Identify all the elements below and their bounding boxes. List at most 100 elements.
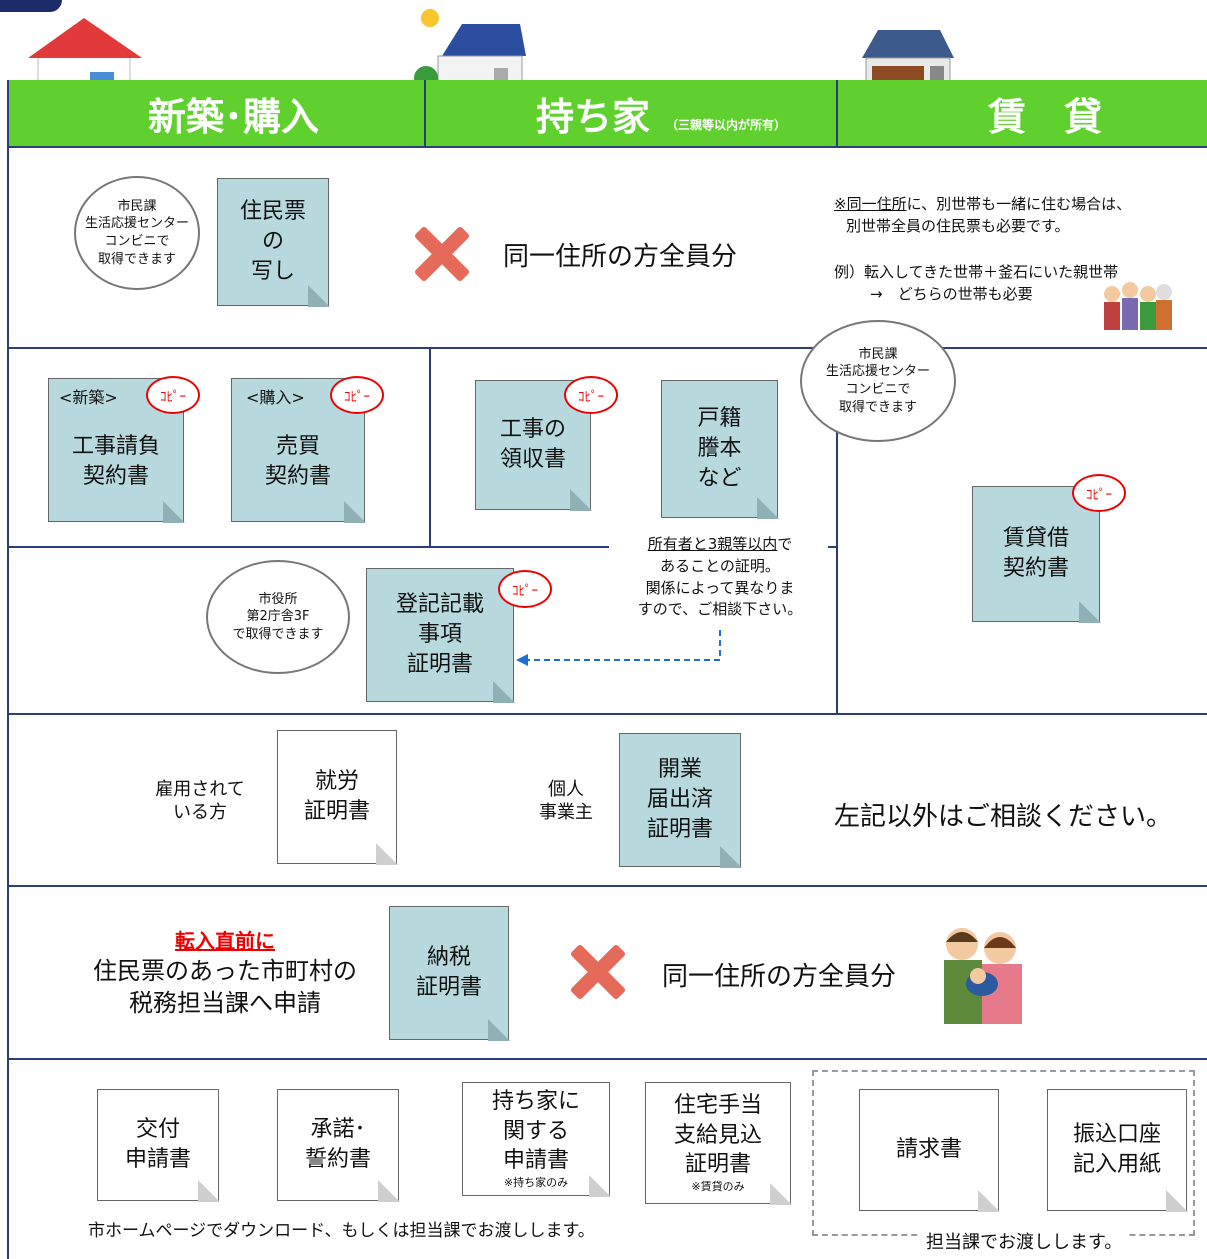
row6-footer-right: 担当課でお渡しします。 bbox=[920, 1228, 1129, 1254]
doc-text: 写し bbox=[250, 258, 295, 284]
row6-footer-left: 市ホームページでダウンロード、もしくは担当課でお渡しします。 bbox=[88, 1221, 595, 1241]
doc-text: 登記記載 bbox=[395, 592, 484, 618]
copy-badge: ｺﾋﾟｰ bbox=[1072, 474, 1126, 512]
doc-text: 届出済 bbox=[646, 787, 713, 813]
doc-note: ※持ち家のみ bbox=[503, 1176, 569, 1190]
bubble-line: 第2庁舎3F bbox=[246, 609, 310, 625]
row-divider-3 bbox=[7, 713, 1207, 715]
header-divider-1 bbox=[424, 80, 426, 146]
bubble-line: 市役所 bbox=[258, 591, 298, 607]
doc-invoice: 請求書 bbox=[859, 1089, 1000, 1212]
doc-housing-allowance-certificate: 住宅手当 支給見込 証明書 ※賃貸のみ bbox=[645, 1082, 792, 1205]
header-own-house: 持ち家 （三親等以内が所有） bbox=[426, 80, 836, 146]
bubble-line: コンビニで bbox=[104, 234, 170, 249]
row5-main-text: 同一住所の方全員分 bbox=[662, 962, 897, 992]
doc-registry-certificate: 登記記載 事項 証明書 bbox=[366, 568, 515, 703]
header-new-purchase-label: 新築･購入 bbox=[148, 94, 320, 139]
doc-note: ※賃貸のみ bbox=[691, 1180, 745, 1194]
doc-tag: <新築> bbox=[59, 388, 118, 407]
bubble-line: 生活応援センター bbox=[825, 364, 930, 380]
doc-construction-contract: <新築> 工事請負 契約書 bbox=[48, 378, 185, 523]
doc-text: 領収書 bbox=[499, 447, 566, 472]
doc-text: 交付 bbox=[135, 1117, 180, 1143]
doc-text: 工事の bbox=[499, 417, 566, 443]
row1-main-text: 同一住所の方全員分 bbox=[503, 242, 738, 272]
row-divider-4 bbox=[7, 885, 1207, 887]
copy-badge: ｺﾋﾟｰ bbox=[330, 376, 384, 414]
row1-example: 例）転入してきた世帯＋釜石にいた親世帯 → どちらの世帯も必要 bbox=[834, 262, 1118, 306]
outer-left-border bbox=[7, 80, 9, 1259]
doc-own-house-application: 持ち家に 関する 申請書 ※持ち家のみ bbox=[462, 1082, 611, 1197]
doc-text: 証明書 bbox=[415, 975, 482, 1000]
bubble-line: 生活応援センター bbox=[84, 216, 189, 232]
note-rest: で bbox=[777, 535, 793, 553]
row2-col-divider-b bbox=[836, 347, 838, 714]
row2-col-divider-a bbox=[429, 347, 431, 547]
doc-lease-contract: 賃貸借 契約書 bbox=[972, 486, 1101, 623]
doc-tag: <購入> bbox=[246, 388, 305, 407]
doc-text: 証明書 bbox=[646, 816, 713, 842]
doc-text: 誓約書 bbox=[304, 1147, 371, 1172]
row-divider-5 bbox=[7, 1058, 1207, 1060]
note-line: すので、ご相談下さい。 bbox=[637, 600, 803, 619]
label-line: いる方 bbox=[173, 802, 227, 824]
row-divider-2 bbox=[7, 347, 1207, 349]
example-line1: 例）転入してきた世帯＋釜石にいた親世帯 bbox=[834, 263, 1119, 281]
doc-text: の bbox=[261, 229, 284, 255]
instruction-line: 税務担当課へ申請 bbox=[129, 989, 321, 1018]
bubble-line: 市民課 bbox=[858, 346, 898, 362]
doc-text: 承諾･ bbox=[310, 1117, 366, 1143]
copy-badge: ｺﾋﾟｰ bbox=[564, 376, 618, 414]
doc-family-register: 戸籍 謄本 など bbox=[661, 380, 779, 519]
parents-with-baby-icon bbox=[944, 928, 1022, 1024]
doc-text: 賃貸借 bbox=[1002, 526, 1069, 552]
header-rental: 賃 貸 bbox=[838, 80, 1207, 146]
doc-text: 申請書 bbox=[502, 1148, 569, 1174]
doc-issuance-application: 交付 申請書 bbox=[97, 1089, 220, 1202]
doc-text: 証明書 bbox=[303, 799, 370, 824]
doc-text: など bbox=[697, 465, 742, 491]
doc-text: 記入用紙 bbox=[1072, 1152, 1161, 1177]
doc-text: 就労 bbox=[314, 769, 359, 795]
doc-text: 関する bbox=[502, 1118, 569, 1144]
doc-text: 開業 bbox=[657, 757, 702, 783]
instruction-line: 住民票のあった市町村の bbox=[93, 957, 357, 985]
doc-text: 住宅手当 bbox=[673, 1093, 762, 1119]
example-line2: → どちらの世帯も必要 bbox=[870, 284, 1033, 303]
row3-note: 所有者と3親等以内で あることの証明。 関係によって異なりま すので、ご相談下さ… bbox=[612, 534, 828, 621]
doc-text: 工事請負 bbox=[71, 434, 160, 460]
doc-construction-receipt: 工事の 領収書 bbox=[475, 380, 592, 511]
doc-text: 証明書 bbox=[684, 1152, 751, 1178]
label-line: 個人 bbox=[548, 779, 584, 800]
doc-text: 納税 bbox=[426, 945, 471, 971]
header-own-house-label: 持ち家 bbox=[536, 94, 651, 139]
note-rest: に、別世帯も一緒に住む場合は、 bbox=[906, 195, 1132, 213]
row2-info-bubble: 市民課 生活応援センター コンビニで 取得できます bbox=[800, 320, 956, 442]
doc-text: 証明書 bbox=[406, 651, 473, 677]
copy-badge: ｺﾋﾟｰ bbox=[498, 570, 552, 608]
bubble-line: コンビニで bbox=[845, 382, 911, 397]
bubble-line: 取得できます bbox=[97, 251, 176, 267]
doc-text: 契約書 bbox=[82, 464, 149, 489]
dashed-arrow bbox=[516, 630, 721, 666]
header-divider-2 bbox=[836, 80, 838, 146]
note-line: あることの証明。 bbox=[660, 556, 780, 575]
label-line: 雇用されて bbox=[155, 779, 245, 800]
doc-text: 事項 bbox=[417, 622, 462, 648]
doc-consent-pledge: 承諾･ 誓約書 bbox=[277, 1089, 400, 1202]
header-own-house-note: （三親等以内が所有） bbox=[666, 118, 787, 132]
row5-red-title: 転入直前に bbox=[175, 929, 275, 953]
doc-tax-certificate: 納税 証明書 bbox=[389, 906, 510, 1041]
doc-employment-certificate: 就労 証明書 bbox=[277, 730, 398, 865]
cross-mark-icon bbox=[571, 945, 625, 999]
doc-business-certificate: 開業 届出済 証明書 bbox=[619, 733, 742, 868]
doc-text: 請求書 bbox=[895, 1137, 962, 1163]
note-line2: 別世帯全員の住民票も必要です。 bbox=[846, 216, 1070, 235]
row4-other-text: 左記以外はご相談ください。 bbox=[834, 802, 1173, 832]
corner-tab bbox=[0, 0, 62, 12]
note-underlined: ※同一住所 bbox=[834, 195, 907, 213]
self-employed-label: 個人 事業主 bbox=[520, 778, 612, 825]
row3-info-bubble: 市役所 第2庁舎3F で取得できます bbox=[206, 560, 350, 674]
employee-label: 雇用されて いる方 bbox=[140, 778, 260, 825]
doc-text: 支給見込 bbox=[673, 1122, 762, 1148]
